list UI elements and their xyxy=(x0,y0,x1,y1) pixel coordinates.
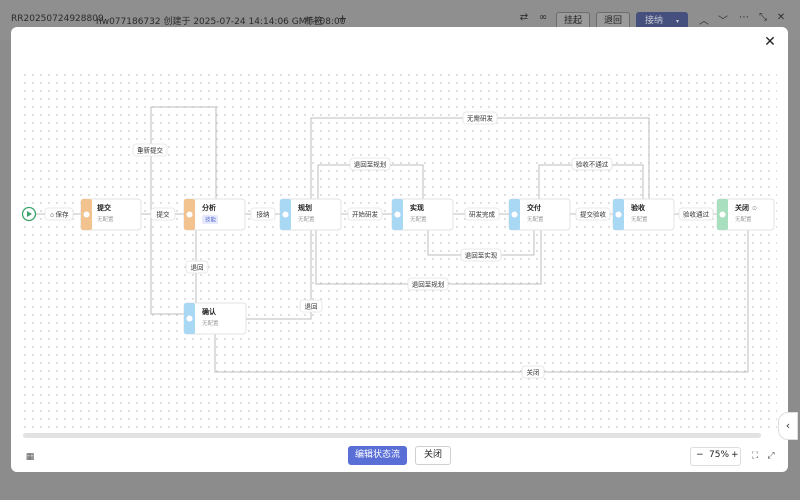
fit-view-icon[interactable]: ⛶ xyxy=(751,451,759,461)
node-plan[interactable]: 规划 无配置 xyxy=(279,198,342,231)
node-submit[interactable]: 提交 无配置 xyxy=(80,198,142,231)
edge-label-accept: 接纳 xyxy=(250,207,276,221)
close-icon[interactable]: ✕ xyxy=(764,34,776,50)
add-tag-button[interactable]: + xyxy=(338,12,348,25)
node-title: 分析 xyxy=(202,203,216,212)
node-confirm[interactable]: 确认 无配置 xyxy=(183,302,247,335)
link-icon[interactable]: ∞ xyxy=(538,12,548,23)
edge-label-back-2: 退回 xyxy=(299,299,323,313)
svg-text:关闭: 关闭 xyxy=(527,368,540,377)
node-title: 规划 xyxy=(298,203,312,212)
node-title: 提交 xyxy=(96,203,112,212)
close-icon[interactable]: ✕ xyxy=(776,12,786,23)
home-icon: ⌂ xyxy=(50,212,54,219)
node-title: 验收 xyxy=(631,203,646,212)
flow-canvas[interactable] xyxy=(21,71,777,433)
svg-text:提交: 提交 xyxy=(157,210,171,219)
node-analyze[interactable]: 分析 技能 xyxy=(183,198,246,231)
collapse-icon[interactable]: ⤡ xyxy=(759,12,767,23)
tag-label[interactable]: 标签 xyxy=(305,17,324,27)
node-close[interactable]: 关闭 ⊙ 无配置 xyxy=(716,198,775,231)
share-icon[interactable]: ⇄ xyxy=(519,12,529,23)
save-label: 保存 ⌂ xyxy=(44,207,74,221)
chevron-down-icon[interactable]: ﹀ xyxy=(718,16,728,27)
minimap-icon[interactable]: ▦ xyxy=(25,452,35,462)
node-title: 实现 xyxy=(410,203,424,212)
edge-label-accept-fail: 验收不通过 xyxy=(571,157,613,171)
edge-label-accept-pass: 验收通过 xyxy=(678,207,714,221)
svg-text:重新提交: 重新提交 xyxy=(137,146,164,155)
horizontal-scrollbar[interactable] xyxy=(23,433,761,438)
edge-label-back-1: 退回 xyxy=(185,260,209,274)
edge-label-close: 关闭 xyxy=(521,365,545,379)
edge-label-resubmit: 重新提交 xyxy=(132,143,168,157)
svg-text:验收不通过: 验收不通过 xyxy=(576,160,609,169)
node-accept[interactable]: 验收 无配置 xyxy=(612,198,675,231)
fullscreen-icon[interactable]: ⤢ xyxy=(767,451,775,461)
close-button[interactable]: 关闭 xyxy=(415,446,451,465)
edge-label-dev-done: 研发完成 xyxy=(464,207,500,221)
edge-label-back-to-impl: 退回至实现 xyxy=(460,248,502,262)
zoom-out-button[interactable]: − xyxy=(696,450,704,460)
info-icon: ⊙ xyxy=(752,205,757,212)
state-flow-diagram: 保存 ⌂ 提交 无配置 分析 技能 规划 无配置 xyxy=(21,106,775,379)
edge-label-start-dev: 开始研发 xyxy=(347,207,383,221)
edge-label-no-dev: 无需研发 xyxy=(462,111,498,125)
svg-text:无需研发: 无需研发 xyxy=(467,114,494,123)
side-panel-toggle[interactable]: ‹ xyxy=(778,412,798,440)
chevron-left-icon: ‹ xyxy=(785,419,791,432)
edge-label-back-to-plan-bottom: 退回至规划 xyxy=(407,277,449,291)
accept-button-label: 接纳 xyxy=(645,16,664,26)
edge-label-back-to-plan-top: 退回至规划 xyxy=(349,157,391,171)
more-icon[interactable]: ⋯ xyxy=(739,12,749,23)
node-title: 关闭 xyxy=(735,203,749,212)
svg-text:接纳: 接纳 xyxy=(257,210,270,219)
start-node[interactable] xyxy=(21,206,37,222)
state-flow-dialog: ✕ xyxy=(11,27,788,472)
node-sub: 无配置 xyxy=(527,216,544,223)
zoom-control: − 75% + xyxy=(690,447,741,466)
ticket-id: RR20250724928809 xyxy=(11,14,104,24)
svg-text:验收通过: 验收通过 xyxy=(683,210,710,219)
node-sub: 无配置 xyxy=(298,216,315,223)
node-title: 交付 xyxy=(527,203,541,212)
node-sub: 无配置 xyxy=(97,216,114,223)
zoom-in-button[interactable]: + xyxy=(731,450,739,460)
creator-info: hw077186732 创建于 2025-07-24 14:14:06 GMT+… xyxy=(96,17,346,27)
edit-state-flow-button[interactable]: 编辑状态流 xyxy=(348,446,407,465)
node-sub: 无配置 xyxy=(631,216,648,223)
svg-text:退回至规划: 退回至规划 xyxy=(412,280,445,289)
svg-text:退回至实现: 退回至实现 xyxy=(465,251,498,260)
skill-tag: 技能 xyxy=(205,216,217,224)
edge-label-submit-accept: 提交验收 xyxy=(575,207,611,221)
svg-text:退回至规划: 退回至规划 xyxy=(354,160,387,169)
svg-text:退回: 退回 xyxy=(305,302,318,311)
node-sub: 无配置 xyxy=(735,216,752,223)
save-text: 保存 xyxy=(56,210,70,219)
edge-label-submit: 提交 xyxy=(150,207,176,221)
svg-text:退回: 退回 xyxy=(191,263,204,272)
node-implement[interactable]: 实现 无配置 xyxy=(391,198,454,231)
chevron-down-icon: ▾ xyxy=(675,18,679,25)
node-sub: 无配置 xyxy=(410,216,427,223)
chevron-up-icon[interactable]: ︿ xyxy=(699,16,709,27)
svg-text:研发完成: 研发完成 xyxy=(469,210,496,219)
svg-text:提交验收: 提交验收 xyxy=(580,210,607,219)
node-sub: 无配置 xyxy=(202,320,219,327)
node-title: 确认 xyxy=(202,307,217,316)
dialog-footer: ▦ 编辑状态流 关闭 − 75% + ⛶ ⤢ xyxy=(11,441,788,472)
svg-text:开始研发: 开始研发 xyxy=(352,210,379,219)
node-deliver[interactable]: 交付 无配置 xyxy=(508,198,571,231)
zoom-value: 75% xyxy=(709,450,730,460)
